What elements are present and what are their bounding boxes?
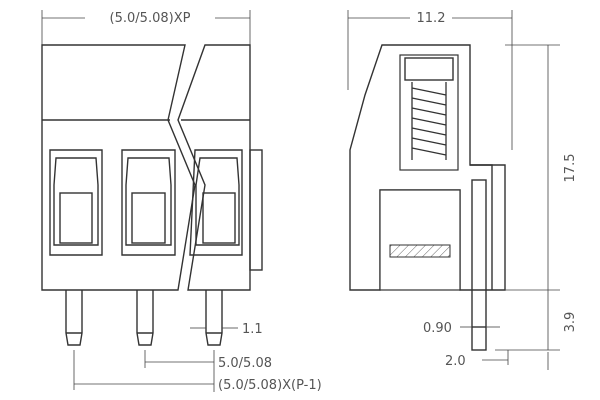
screw-head [404, 57, 454, 81]
wire-entry [379, 189, 461, 291]
body-left-part [41, 44, 196, 291]
front-view: (5.0/5.08)XP 1.1 5.0/5.08 (5.0/5.08) [41, 8, 322, 393]
pin-offset-label: 2.0 [445, 354, 466, 369]
total-pitch-label: (5.0/5.08)X(P-1) [218, 378, 322, 393]
contact-bend [470, 164, 493, 290]
wire-cavity [189, 149, 243, 256]
wire-cavity [121, 149, 176, 256]
side-pin [471, 179, 487, 351]
pin [136, 290, 154, 346]
depth-label: 11.2 [417, 11, 446, 26]
pin [65, 290, 83, 346]
pitch-label: 5.0/5.08 [218, 356, 272, 371]
clamp-plate [389, 244, 451, 258]
screw-chamber [399, 54, 459, 171]
pin [205, 290, 223, 346]
side-view: 11.2 0.90 2.0 17.5 3.9 [347, 8, 578, 370]
pin-width-label: 1.1 [242, 322, 263, 337]
side-tab [249, 149, 263, 271]
pin-thickness-label: 0.90 [423, 321, 452, 336]
body-right-part [177, 44, 251, 291]
screw-thread [411, 82, 447, 160]
width-label: (5.0/5.08)XP [110, 11, 191, 26]
height-label: 17.5 [563, 154, 578, 183]
wire-cavity [49, 149, 103, 256]
pin-length-label: 3.9 [563, 312, 578, 333]
